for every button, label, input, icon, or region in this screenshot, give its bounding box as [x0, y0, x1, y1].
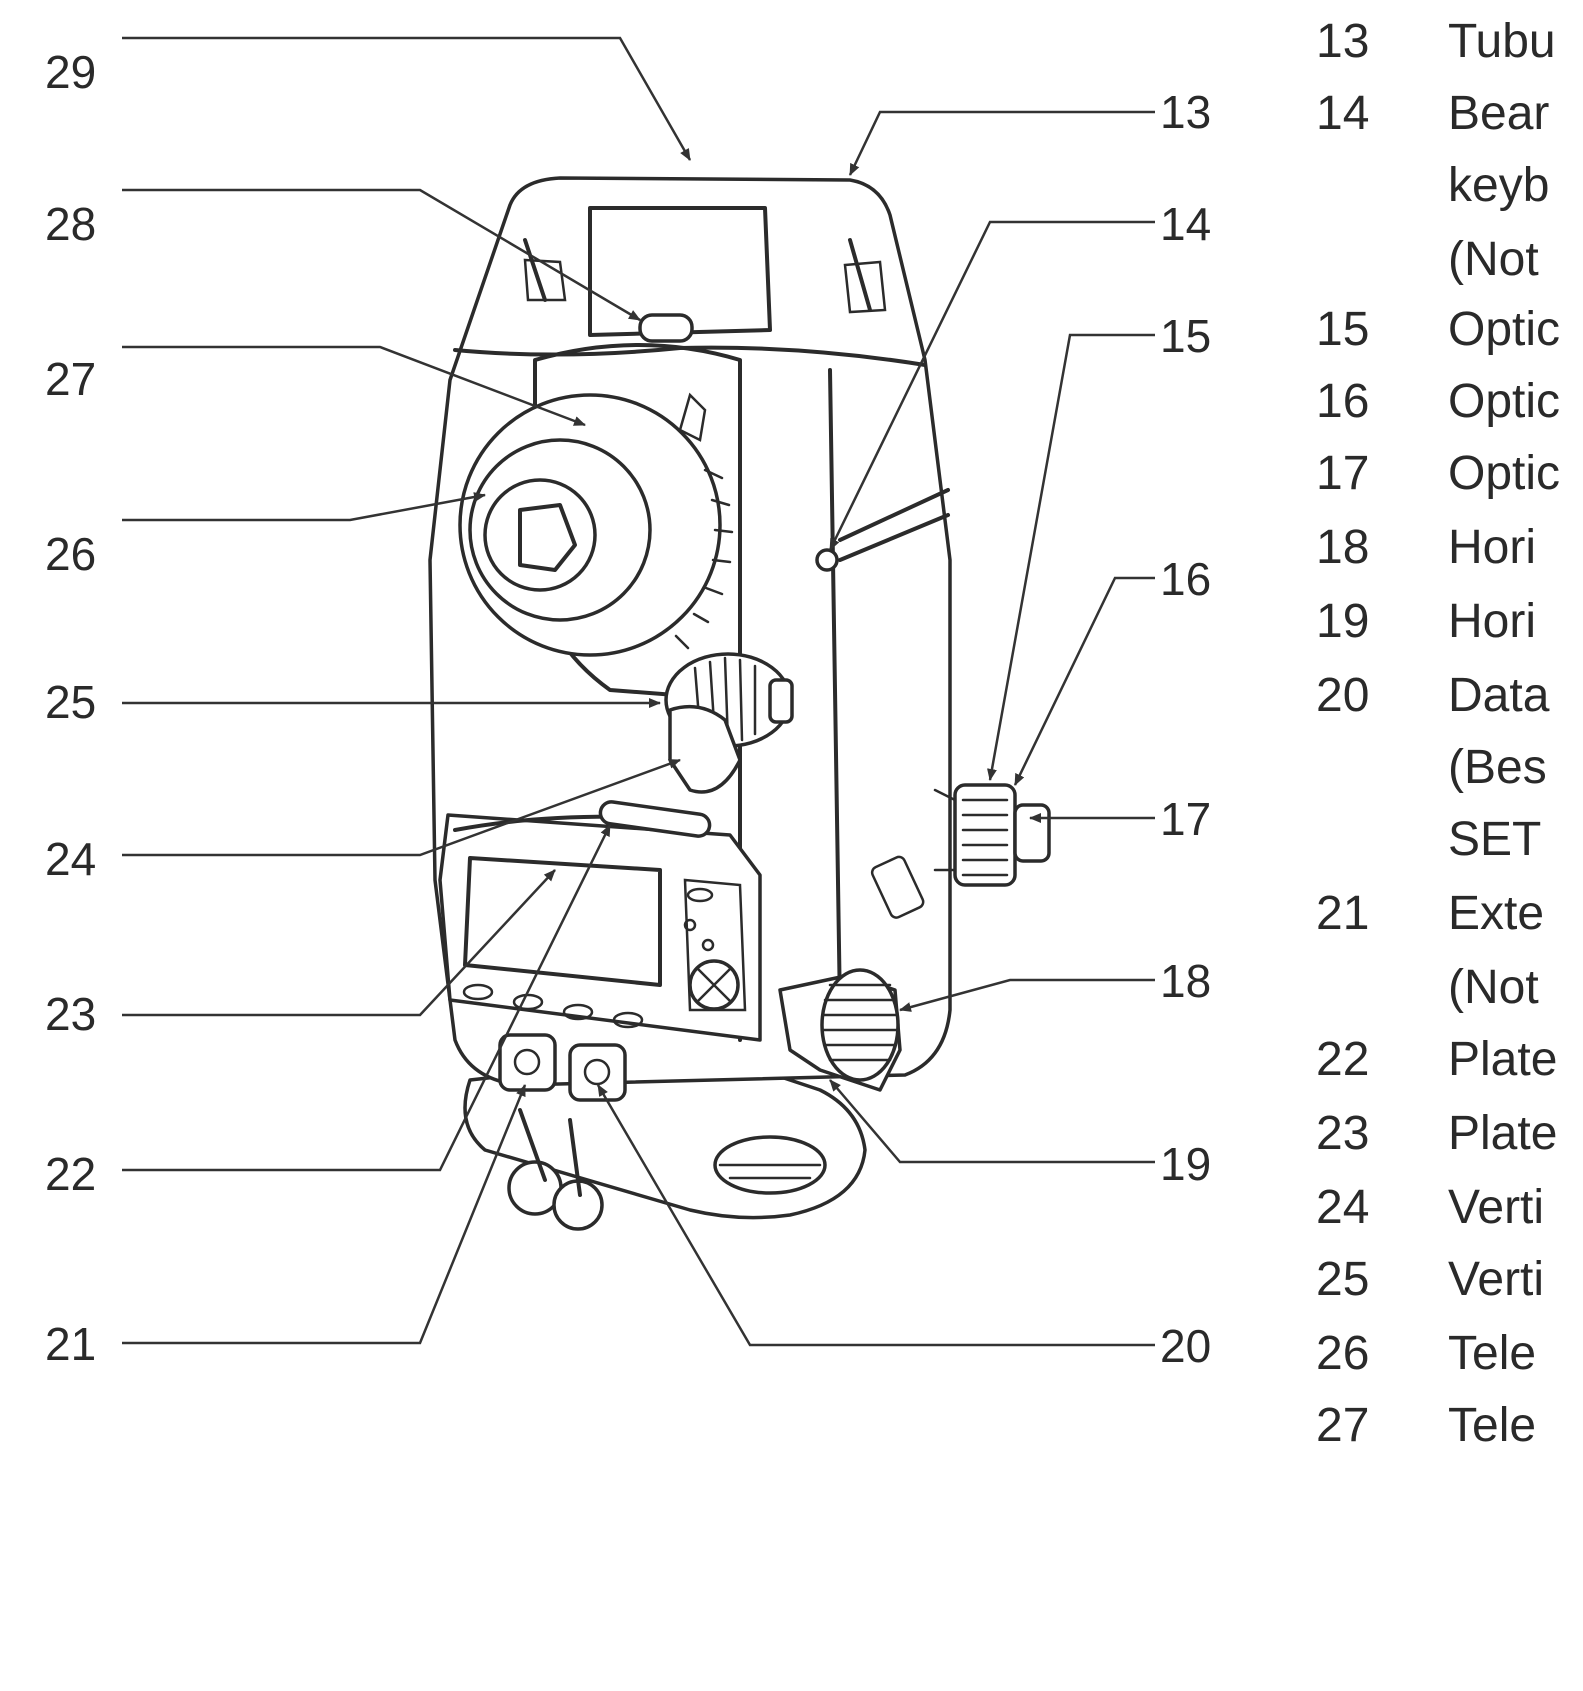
part-item-continuation: (Not [1448, 961, 1539, 1014]
callout-14: 14 [1160, 198, 1211, 250]
part-item-continuation: (Bes [1448, 741, 1547, 794]
part-item-continuation: SET [1448, 813, 1542, 866]
callout-25: 25 [45, 676, 96, 728]
optical-plummet-eyepiece [1013, 803, 1051, 863]
display-panel [438, 813, 762, 1042]
horizontal-tangent-screw [820, 968, 900, 1082]
plate-level [598, 800, 712, 838]
sight-collimator [638, 313, 694, 343]
external-interface-connector [498, 1033, 557, 1092]
leader-lines [122, 36, 1155, 1347]
callout-26: 26 [45, 528, 96, 580]
part-item-continuation: keyb [1448, 159, 1550, 212]
callout-20: 20 [1160, 1320, 1211, 1372]
part-item-continuation: (Not [1448, 233, 1539, 286]
data-output-connector [568, 1043, 627, 1102]
vertical-clamp [668, 704, 742, 794]
callout-22: 22 [45, 1148, 96, 1200]
callout-27: 27 [45, 353, 96, 405]
callout-19: 19 [1160, 1138, 1211, 1190]
handle-window [588, 206, 772, 337]
bearing-mark [815, 548, 839, 572]
total-station-diagram: 29 28 27 26 25 24 23 22 21 13 14 15 16 1… [45, 36, 1211, 1372]
callout-21: 21 [45, 1318, 96, 1370]
callout-23: 23 [45, 988, 96, 1040]
callout-29: 29 [45, 46, 96, 98]
callout-13: 13 [1160, 86, 1211, 138]
function-keys [462, 887, 715, 1029]
callout-18: 18 [1160, 955, 1211, 1007]
callout-24: 24 [45, 833, 96, 885]
callout-15: 15 [1160, 310, 1211, 362]
instrument-illustration [428, 176, 1051, 1231]
lcd-screen [463, 856, 662, 987]
callout-17: 17 [1160, 793, 1211, 845]
callout-16: 16 [1160, 553, 1211, 605]
callout-28: 28 [45, 198, 96, 250]
callout-numbers: 29 28 27 26 25 24 23 22 21 13 14 15 16 1… [45, 46, 1211, 1372]
eyepiece [483, 478, 597, 592]
